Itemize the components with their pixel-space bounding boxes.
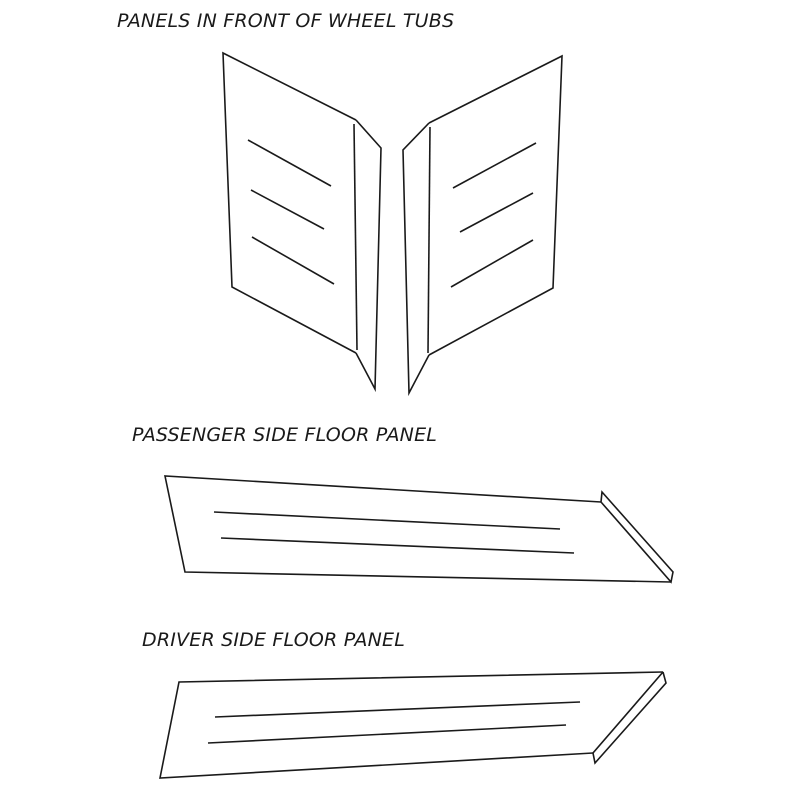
panel-outline bbox=[164, 475, 672, 583]
flange-outline bbox=[600, 490, 674, 584]
rib-line bbox=[214, 701, 581, 718]
rib-line bbox=[247, 139, 332, 187]
driver-floor-panel bbox=[159, 671, 667, 779]
passenger-floor-panel bbox=[164, 475, 674, 584]
rib-line bbox=[250, 189, 325, 230]
flange-outline bbox=[592, 671, 667, 765]
rib-line bbox=[207, 724, 567, 744]
panel-outline bbox=[159, 671, 664, 779]
flange-outline bbox=[402, 122, 430, 397]
panel-outline bbox=[428, 54, 563, 356]
rib-line bbox=[213, 511, 561, 530]
left-wheel-tub-panel bbox=[222, 51, 382, 393]
passenger-floor-panel-label: PASSENGER SIDE FLOOR PANEL bbox=[132, 424, 438, 446]
wheel-tub-panels-label: PANELS IN FRONT OF WHEEL TUBS bbox=[117, 10, 455, 32]
rib-line bbox=[251, 236, 335, 285]
rib-line bbox=[452, 142, 537, 189]
panel-outline bbox=[222, 51, 357, 354]
fold-line bbox=[353, 123, 358, 351]
rib-line bbox=[459, 192, 534, 233]
rib-line bbox=[450, 239, 534, 288]
rib-line bbox=[220, 537, 575, 554]
driver-floor-panel-label: DRIVER SIDE FLOOR PANEL bbox=[142, 629, 406, 651]
right-wheel-tub-panel bbox=[402, 54, 563, 397]
flange-outline bbox=[355, 119, 382, 393]
fold-line bbox=[427, 126, 431, 354]
